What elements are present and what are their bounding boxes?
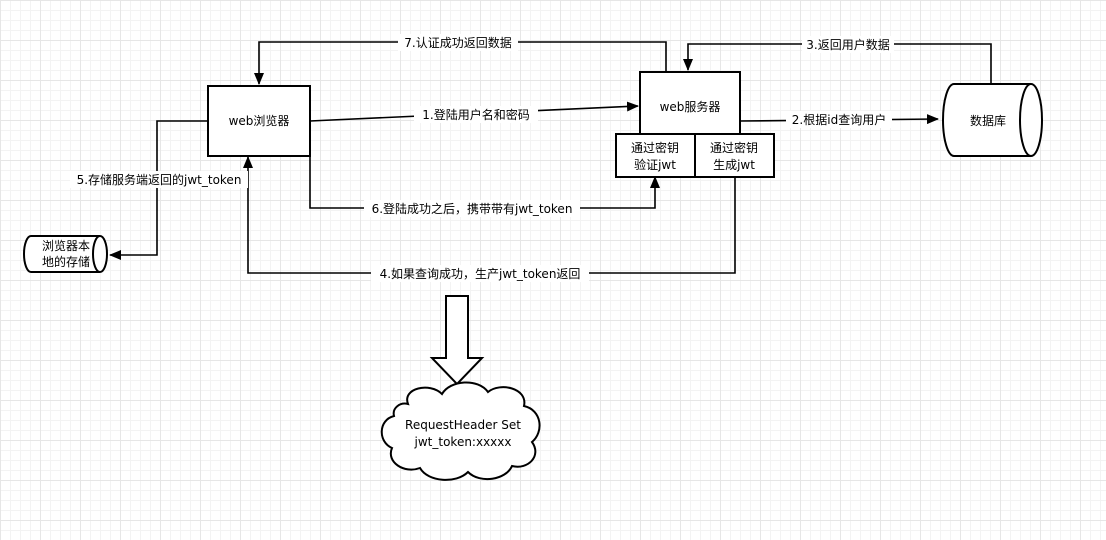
edge-3-return-user: 3.返回用户数据 [683,36,992,84]
verify-jwt-label-line1: 通过密钥 [631,140,679,155]
browser-label: web浏览器 [229,113,290,128]
edge-7-label: 7.认证成功返回数据 [404,35,511,50]
edge-3-label: 3.返回用户数据 [806,37,889,52]
edge-2-query-user: 2.根据id查询用户 [739,111,939,128]
request-header-cloud[interactable]: RequestHeader Set jwt_token:xxxxx [380,381,541,481]
edge-4-label: 4.如果查询成功，生产jwt_token返回 [380,266,581,281]
edge-2-label: 2.根据id查询用户 [792,112,886,127]
local-storage-label-line2: 地的存储 [42,254,90,269]
cloud-label-line1: RequestHeader Set [405,418,521,432]
edge-6-label: 6.登陆成功之后，携带带有jwt_token [372,201,573,216]
cloud-shape [380,381,541,481]
local-storage-label-line1: 浏览器本 [42,238,90,253]
edge-5-store-token: 5.存储服务端返回的jwt_token [70,120,248,260]
down-arrow-icon [429,295,485,386]
edge-5-label: 5.存储服务端返回的jwt_token [77,172,242,187]
edge-6-carry-token: 6.登陆成功之后，携带带有jwt_token [309,148,660,217]
database-node[interactable]: 数据库 [942,83,1043,157]
edge-4-return-token: 4.如果查询成功，生产jwt_token返回 [243,156,736,282]
server-node[interactable]: web服务器 [639,71,741,135]
verify-jwt-label-line2: 验证jwt [634,157,676,172]
generate-jwt-node[interactable]: 通过密钥 生成jwt [694,133,775,178]
local-storage-node[interactable]: 浏览器本 地的存储 [23,235,108,273]
cloud-label-line2: jwt_token:xxxxx [414,435,512,449]
server-label: web服务器 [660,99,721,114]
database-label: 数据库 [970,113,1006,128]
edge-1-label: 1.登陆用户名和密码 [422,107,529,122]
edge-1-login: 1.登陆用户名和密码 [309,101,639,123]
verify-jwt-node[interactable]: 通过密钥 验证jwt [615,133,696,178]
browser-node[interactable]: web浏览器 [207,85,311,157]
generate-jwt-label-line1: 通过密钥 [710,140,758,155]
generate-jwt-label-line2: 生成jwt [713,158,755,172]
edge-7-auth-success: 7.认证成功返回数据 [254,34,667,85]
